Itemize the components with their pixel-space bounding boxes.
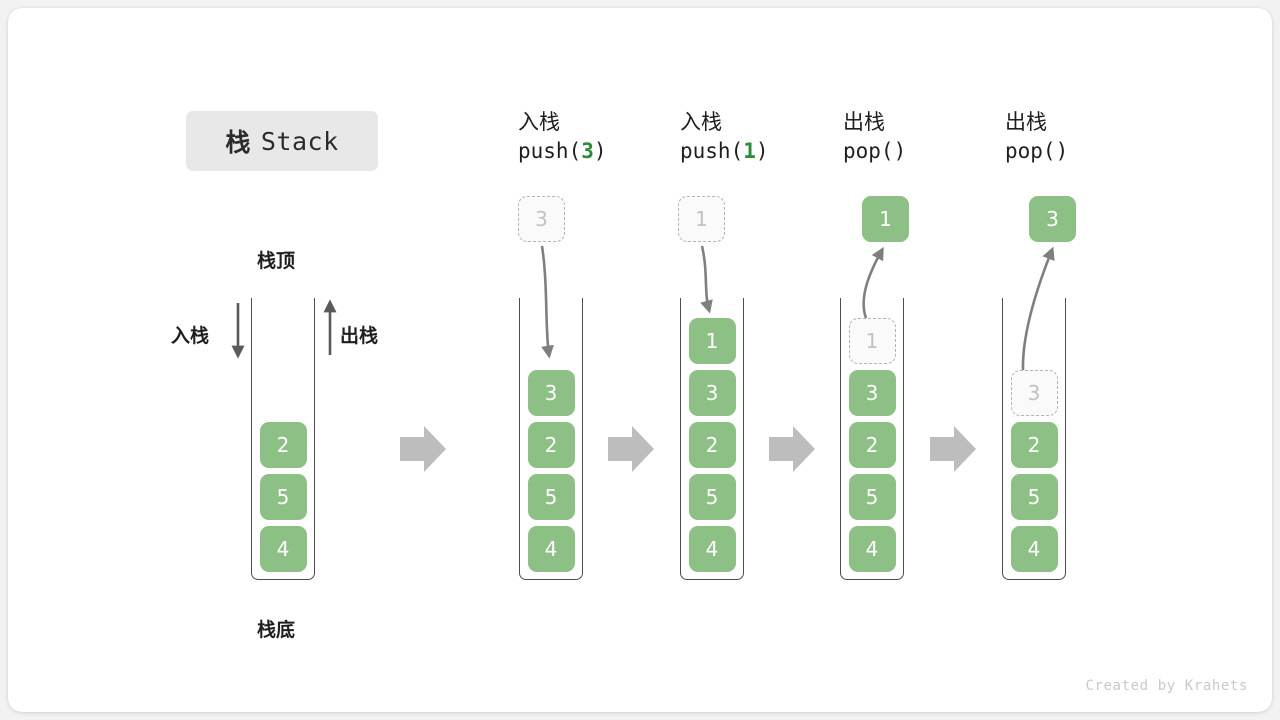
stack-cell: 4 xyxy=(688,526,736,572)
stack-walls xyxy=(1002,298,1066,580)
stack-cell: 3 xyxy=(848,370,896,416)
floating-box-push-3: 3 xyxy=(518,196,565,242)
code-arg: 1 xyxy=(743,139,756,163)
stack-cell: 3 xyxy=(688,370,736,416)
label-stack-bottom: 栈底 xyxy=(257,619,296,641)
label-stack-top: 栈顶 xyxy=(257,250,296,272)
code-suffix: ) xyxy=(1055,139,1069,163)
diagram-title: 栈 Stack xyxy=(186,111,378,171)
stack-cell: 2 xyxy=(259,422,307,468)
stack-cell: 5 xyxy=(1010,474,1058,520)
stack-cell: 5 xyxy=(848,474,896,520)
caption-pop-1: 出栈 pop() xyxy=(843,108,1003,166)
caption-code: pop() xyxy=(1005,136,1165,166)
stack-slots: 2 5 4 xyxy=(251,422,315,578)
code-arg: 3 xyxy=(581,139,594,163)
stack-walls xyxy=(840,298,904,580)
stack-cell: 4 xyxy=(527,526,575,572)
stack-slots: 1 3 2 5 4 xyxy=(840,318,904,578)
stack-cell: 2 xyxy=(1010,422,1058,468)
stack-cell: 4 xyxy=(259,526,307,572)
caption-code: push(3) xyxy=(518,136,678,166)
stack-cell: 4 xyxy=(1010,526,1058,572)
stack-cell-ghost: 3 xyxy=(1010,370,1058,416)
stack-walls xyxy=(251,298,315,580)
caption-push-1: 入栈 push(1) xyxy=(680,108,840,166)
caption-cn: 入栈 xyxy=(518,110,560,134)
stack-cell-ghost: 1 xyxy=(848,318,896,364)
title-en: Stack xyxy=(260,126,339,156)
title-cn: 栈 xyxy=(225,128,251,157)
stack-cell: 2 xyxy=(527,422,575,468)
stack-cell: 1 xyxy=(688,318,736,364)
code-prefix: push( xyxy=(680,139,744,163)
stack-cell: 2 xyxy=(688,422,736,468)
code-suffix: ) xyxy=(893,139,907,163)
floating-box-pop-1: 1 xyxy=(862,196,909,242)
code-suffix: ) xyxy=(593,139,607,163)
stack-cell: 2 xyxy=(848,422,896,468)
caption-code: push(1) xyxy=(680,136,840,166)
stack-cell: 5 xyxy=(688,474,736,520)
stack-slots: 3 2 5 4 xyxy=(519,370,583,578)
code-prefix: push( xyxy=(518,139,582,163)
stack-walls xyxy=(680,298,744,580)
caption-cn: 出栈 xyxy=(843,110,885,134)
caption-push-3: 入栈 push(3) xyxy=(518,108,678,166)
stack-cell: 4 xyxy=(848,526,896,572)
caption-pop-3: 出栈 pop() xyxy=(1005,108,1165,166)
code-prefix: pop( xyxy=(843,139,894,163)
caption-cn: 出栈 xyxy=(1005,110,1047,134)
code-suffix: ) xyxy=(755,139,769,163)
caption-code: pop() xyxy=(843,136,1003,166)
stack-cell: 3 xyxy=(527,370,575,416)
stack-walls xyxy=(519,298,583,580)
stack-slots: 3 2 5 4 xyxy=(1002,318,1066,578)
caption-cn: 入栈 xyxy=(680,110,722,134)
stack-cell: 5 xyxy=(527,474,575,520)
stack-slots: 1 3 2 5 4 xyxy=(680,318,744,578)
code-prefix: pop( xyxy=(1005,139,1056,163)
label-push-side: 入栈 xyxy=(171,325,210,347)
watermark: Created by Krahets xyxy=(1085,678,1248,694)
stack-cell-empty xyxy=(1011,318,1058,364)
floating-box-pop-3: 3 xyxy=(1029,196,1076,242)
floating-box-push-1: 1 xyxy=(678,196,725,242)
label-pop-side: 出栈 xyxy=(340,325,379,347)
stack-cell: 5 xyxy=(259,474,307,520)
